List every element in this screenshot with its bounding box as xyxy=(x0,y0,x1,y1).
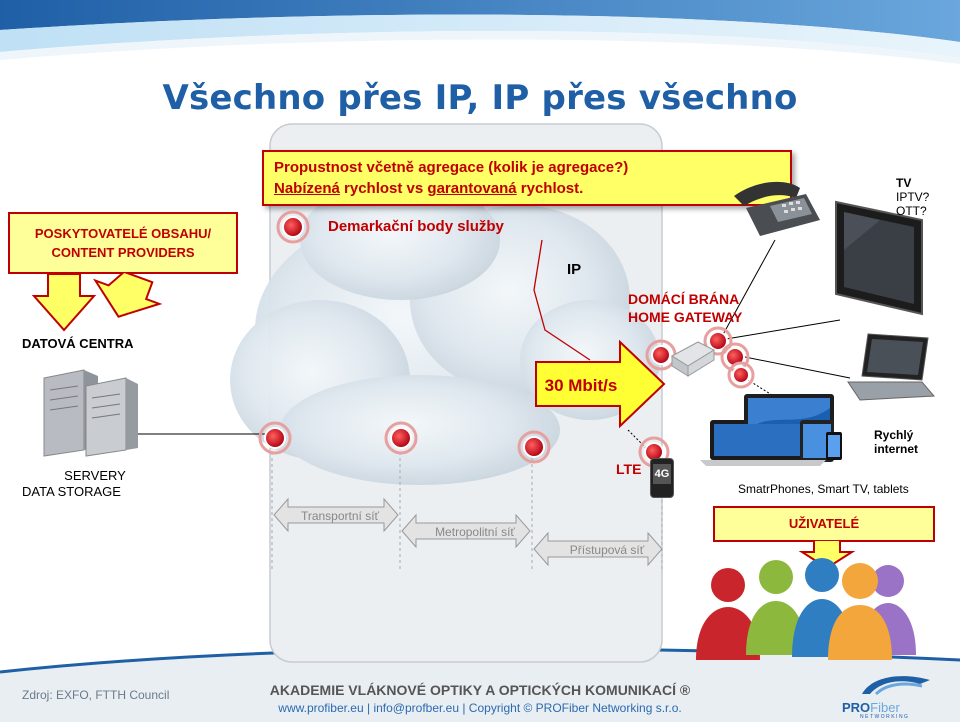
devices-label: SmatrPhones, Smart TV, tablets xyxy=(738,482,909,496)
lte-label: LTE xyxy=(616,461,642,477)
providers-line-1: POSKYTOVATELÉ OBSAHU/ xyxy=(34,226,212,241)
slide-title: Všechno přes IP, IP přes všechno xyxy=(162,78,798,118)
logo-pro: PRO xyxy=(842,700,871,715)
tv-iptv: IPTV? xyxy=(896,190,930,204)
home-gateway-label: DOMÁCÍ BRÁNA HOME GATEWAY xyxy=(628,290,742,326)
users-silhouettes xyxy=(696,558,916,660)
gateway-device-icon xyxy=(671,341,716,377)
fast-internet-label: Rychlý internet xyxy=(874,428,918,456)
footer-source: Zdroj: EXFO, FTTH Council xyxy=(22,688,170,702)
data-centers-label: DATOVÁ CENTRA xyxy=(22,336,134,351)
demarcation-dot xyxy=(258,210,755,468)
transport-network-label: Transportní síť xyxy=(300,509,380,523)
providers-line-2: CONTENT PROVIDERS xyxy=(51,245,195,260)
lte-badge: 4G xyxy=(653,464,671,484)
desk-phone-icon xyxy=(734,181,820,236)
fast-internet-line-1: Rychlý xyxy=(874,428,914,442)
footer-academy: AKADEMIE VLÁKNOVÉ OPTIKY A OPTICKÝCH KOM… xyxy=(269,682,691,698)
profiber-logo: PROFiber NETWORKING xyxy=(842,670,950,720)
throughput-callout: Propustnost včetně agregace (kolik je ag… xyxy=(262,150,792,206)
gateway-line-1: DOMÁCÍ BRÁNA xyxy=(628,291,740,307)
guaranteed-speed-text: garantovaná xyxy=(427,180,517,197)
callout-vs-text: rychlost vs xyxy=(339,180,428,197)
callout-line-2: Nabízená rychlost vs garantovaná rychlos… xyxy=(274,178,780,199)
callout-end-text: rychlost. xyxy=(516,180,584,197)
logo-networking: NETWORKING xyxy=(860,714,910,720)
data-storage-label: DATA STORAGE xyxy=(22,484,121,499)
demarcation-label: Demarkační body služby xyxy=(328,218,504,235)
users-down-arrow xyxy=(798,540,856,570)
phone-4g-icon: 4G xyxy=(650,458,674,498)
logo-fiber: Fiber xyxy=(870,700,900,715)
gateway-line-2: HOME GATEWAY xyxy=(628,309,743,325)
tv-title: TV xyxy=(896,176,912,190)
servers-label: SERVERY xyxy=(50,468,140,483)
network-segments xyxy=(273,497,663,567)
devices-icon xyxy=(700,394,842,466)
footer-contact[interactable]: www.profiber.eu | info@profber.eu | Copy… xyxy=(278,701,682,715)
laptop-icon xyxy=(847,333,936,401)
metro-network-label: Metropolitní síť xyxy=(435,525,515,539)
ip-label: IP xyxy=(567,261,582,278)
offered-speed-text: Nabízená xyxy=(274,180,340,197)
providers-down-arrows xyxy=(31,272,163,332)
ip-cloud xyxy=(230,180,660,485)
servers-line-1: SERVERY xyxy=(64,468,126,483)
tv-ott: OTT? xyxy=(896,204,927,218)
server-icon xyxy=(43,369,138,457)
fast-internet-line-2: internet xyxy=(874,442,919,456)
content-providers-box: POSKYTOVATELÉ OBSAHU/ CONTENT PROVIDERS xyxy=(8,212,238,274)
callout-line-1: Propustnost včetně agregace (kolik je ag… xyxy=(274,159,629,176)
tv-label: TV IPTV? OTT? xyxy=(896,176,929,218)
speed-arrow xyxy=(535,339,666,429)
tv-icon xyxy=(835,200,923,316)
users-box: UŽIVATELÉ xyxy=(713,506,935,542)
profiber-logo-icon xyxy=(862,676,930,696)
access-network-label: Přístupová síť xyxy=(569,543,645,557)
speed-label: 30 Mbit/s xyxy=(544,376,618,395)
